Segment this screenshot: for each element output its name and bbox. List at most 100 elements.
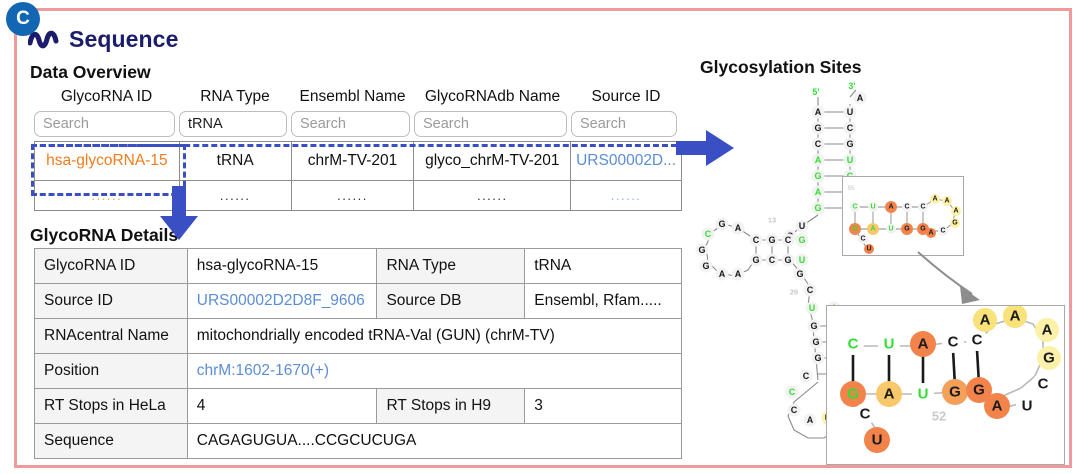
svg-text:U: U xyxy=(847,155,854,165)
svg-text:U: U xyxy=(888,226,893,233)
detail-value-rna-type: tRNA xyxy=(534,257,572,274)
detail-label-rna-type: RNA Type xyxy=(377,249,526,283)
overview-header-row: GlycoRNA ID RNA Type Ensembl Name GlycoR… xyxy=(34,88,682,111)
wave-icon xyxy=(28,30,59,48)
glycorna-details-table: GlycoRNA ID hsa-glycoRNA-15 RNA Type tRN… xyxy=(34,248,682,459)
svg-text:A: A xyxy=(870,226,875,233)
section-title: Sequence xyxy=(28,26,178,53)
detail-value-rt-stops-h9: 3 xyxy=(534,397,543,414)
svg-text:C: C xyxy=(847,123,854,133)
svg-text:A: A xyxy=(807,415,814,425)
panel-letter-badge: C xyxy=(6,2,40,36)
svg-text:C: C xyxy=(791,405,798,415)
column-header-glycorna-id: GlycoRNA ID xyxy=(60,88,153,105)
svg-text:A: A xyxy=(953,208,958,215)
svg-text:U: U xyxy=(847,107,854,117)
svg-text:A: A xyxy=(815,107,822,117)
inset-small-svg: 55 C U A C C G xyxy=(848,186,961,254)
detail-row-position: Position chrM:1602-1670(+) xyxy=(35,354,681,389)
cell-glycornadb-name: glyco_chrM-TV-201 xyxy=(414,142,572,180)
svg-text:C: C xyxy=(785,235,792,245)
svg-text:G: G xyxy=(752,255,759,265)
svg-text:A: A xyxy=(735,269,742,279)
cell-glycorna-id[interactable]: hsa-glycoRNA-15 xyxy=(35,142,180,180)
svg-text:C: C xyxy=(940,228,945,235)
search-input-glycornadb-name[interactable]: Search xyxy=(414,111,567,137)
search-input-ensembl-name[interactable]: Search xyxy=(291,111,410,137)
detail-value-rt-stops-hela: 4 xyxy=(188,389,378,423)
data-overview-table: GlycoRNA ID RNA Type Ensembl Name GlycoR… xyxy=(34,88,682,211)
svg-text:C: C xyxy=(769,255,776,265)
column-header-source-id: Source ID xyxy=(591,88,661,105)
svg-text:G: G xyxy=(846,139,853,149)
ellipsis-glycorna-id: ...... xyxy=(91,188,123,203)
svg-text:C: C xyxy=(803,371,810,381)
svg-text:A: A xyxy=(857,93,864,103)
position-label-52: 52 xyxy=(932,409,946,424)
svg-text:A: A xyxy=(815,155,822,165)
svg-text:G: G xyxy=(810,321,817,331)
svg-text:C: C xyxy=(789,387,796,397)
glycosylation-sites-title: Glycosylation Sites xyxy=(700,57,862,77)
arrow-right-icon xyxy=(676,130,734,166)
detail-label-sequence: Sequence xyxy=(35,424,188,458)
svg-text:U: U xyxy=(872,432,883,449)
svg-text:U: U xyxy=(809,303,816,313)
svg-text:U: U xyxy=(884,336,895,353)
ellipsis-rna-type: ...... xyxy=(219,188,251,203)
svg-text:C: C xyxy=(753,235,760,245)
svg-text:G: G xyxy=(796,269,803,279)
svg-text:G: G xyxy=(814,203,821,213)
svg-text:G: G xyxy=(973,382,985,399)
position-label-13: 13 xyxy=(768,216,776,225)
svg-text:C: C xyxy=(860,406,871,423)
svg-text:A: A xyxy=(932,196,937,203)
svg-text:A: A xyxy=(944,198,949,205)
svg-text:A: A xyxy=(928,230,933,237)
cell-rna-type: tRNA xyxy=(180,142,292,180)
svg-text:U: U xyxy=(799,221,806,231)
svg-text:G: G xyxy=(702,261,709,271)
search-input-source-id[interactable]: Search xyxy=(571,111,677,137)
search-input-rna-type[interactable]: tRNA xyxy=(179,111,287,137)
svg-text:A: A xyxy=(918,336,929,353)
curved-zoom-arrow-icon xyxy=(917,251,980,304)
detail-value-sequence: CAGAGUGUA....CCGCUCUGA xyxy=(196,432,417,449)
inset-big-svg: C U A C C G A U G G A U C G A A A xyxy=(840,304,1061,453)
detail-value-source-db: Ensembl, Rfam..... xyxy=(534,292,662,309)
svg-text:G: G xyxy=(784,255,791,265)
detail-value-position[interactable]: chrM:1602-1670(+) xyxy=(196,362,330,379)
detail-value-source-id[interactable]: URS00002D2D8F_9606 xyxy=(188,284,378,318)
cell-source-id[interactable]: URS00002D... xyxy=(576,152,677,169)
structure-inset-magnified: C U A C C G A U G G A U C G A A A xyxy=(826,304,1065,465)
section-title-text: Sequence xyxy=(69,26,179,52)
svg-text:A: A xyxy=(719,269,726,279)
detail-row-rt-stops: RT Stops in HeLa 4 RT Stops in H9 3 xyxy=(35,389,681,424)
ellipsis-glycornadb-name: ...... xyxy=(476,188,508,203)
svg-text:U: U xyxy=(799,255,806,265)
svg-text:G: G xyxy=(847,386,859,403)
table-row[interactable]: hsa-glycoRNA-15 tRNA chrM-TV-201 glyco_c… xyxy=(35,142,681,180)
svg-text:G: G xyxy=(814,123,821,133)
svg-text:U: U xyxy=(1022,398,1033,415)
svg-text:G: G xyxy=(718,219,725,229)
svg-text:A: A xyxy=(992,398,1003,415)
search-input-glycorna-id[interactable]: Search xyxy=(34,111,175,137)
detail-value-rnacentral-name: mitochondrially encoded tRNA-Val (GUN) (… xyxy=(196,327,555,344)
svg-text:G: G xyxy=(852,226,858,233)
arrow-down-icon xyxy=(160,186,198,240)
glycorna-details-title: GlycoRNA Details xyxy=(30,225,179,245)
detail-row-sequence: Sequence CAGAGUGUA....CCGCUCUGA xyxy=(35,424,681,459)
svg-text:C: C xyxy=(1038,376,1049,393)
svg-text:G: G xyxy=(768,235,775,245)
data-overview-title: Data Overview xyxy=(30,62,151,82)
label-3-prime: 3' xyxy=(848,81,855,91)
selection-dashed-line xyxy=(31,144,686,147)
detail-label-rt-stops-h9: RT Stops in H9 xyxy=(377,389,526,423)
cell-ensembl-name: chrM-TV-201 xyxy=(292,142,415,180)
structure-inset-small: 55 C U A C C G xyxy=(842,176,964,256)
ellipsis-ensembl-name: ...... xyxy=(337,188,368,203)
svg-text:G: G xyxy=(698,245,705,255)
column-header-glycornadb-name: GlycoRNAdb Name xyxy=(424,88,561,105)
svg-text:A: A xyxy=(735,223,742,233)
